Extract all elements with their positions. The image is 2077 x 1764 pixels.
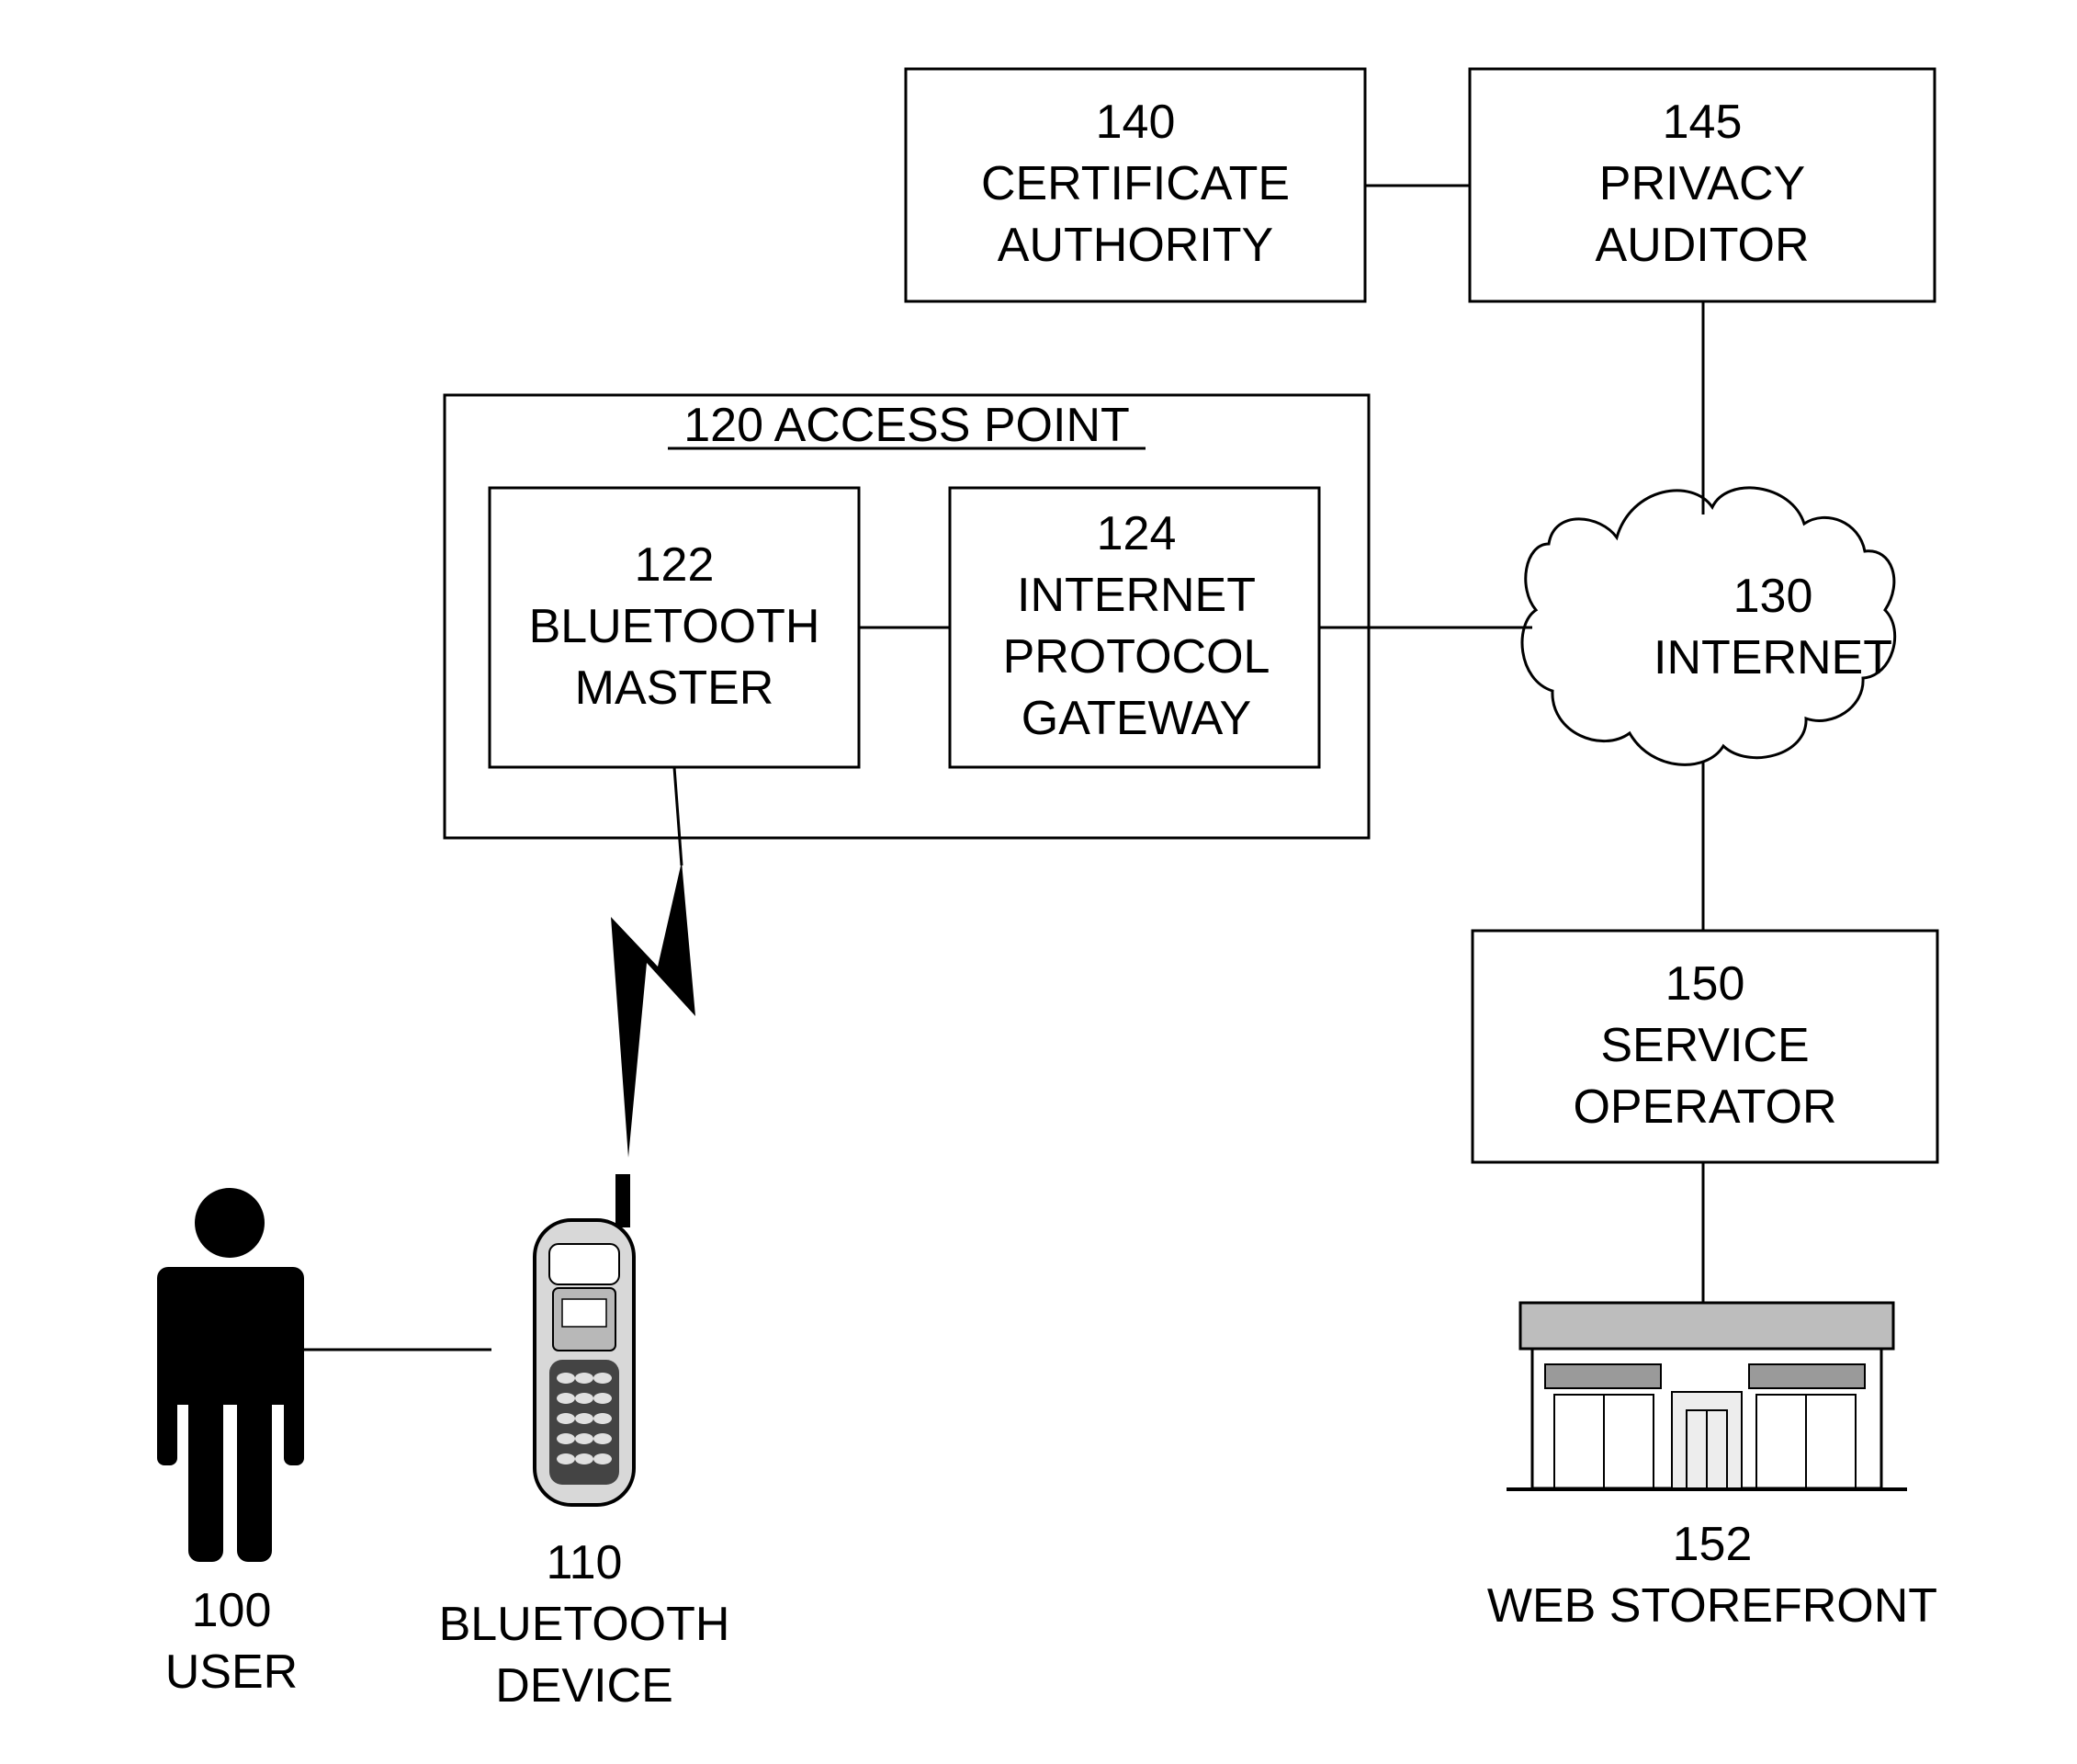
svc-label-line1: SERVICE — [1600, 1019, 1809, 1072]
node-internet: 130 INTERNET — [1522, 488, 1895, 764]
person-icon — [157, 1188, 304, 1562]
node-bluetooth-device: 110 BLUETOOTH DEVICE — [439, 1536, 730, 1713]
node-ip-gateway: 124 INTERNET PROTOCOL GATEWAY — [950, 488, 1319, 767]
wireless-link-icon — [611, 767, 695, 1158]
node-bluetooth-master: 122 BLUETOOTH MASTER — [490, 488, 859, 767]
device-label-line2: DEVICE — [495, 1659, 673, 1713]
ca-label-line1: CERTIFICATE — [981, 157, 1290, 210]
ipg-label-line1: INTERNET — [1017, 569, 1256, 622]
node-certificate-authority: 140 CERTIFICATE AUTHORITY — [906, 69, 1365, 301]
node-web-storefront: 152 WEB STOREFRONT — [1487, 1518, 1937, 1633]
ipg-label-line3: GATEWAY — [1022, 692, 1251, 745]
ipg-label-line2: PROTOCOL — [1003, 630, 1270, 684]
ca-number: 140 — [1096, 96, 1176, 149]
device-label-line1: BLUETOOTH — [439, 1598, 730, 1651]
user-label: USER — [165, 1645, 298, 1699]
access-point-title: 120 ACCESS POINT — [683, 399, 1130, 452]
mobile-phone-icon — [535, 1174, 634, 1505]
ipg-number: 124 — [1097, 507, 1177, 560]
store-number: 152 — [1673, 1518, 1753, 1571]
btm-label-line2: MASTER — [575, 662, 774, 715]
privacy-label-line1: PRIVACY — [1599, 157, 1805, 210]
user-number: 100 — [192, 1584, 272, 1637]
node-privacy-auditor: 145 PRIVACY AUDITOR — [1470, 69, 1935, 301]
btm-number: 122 — [635, 538, 715, 592]
node-user: 100 USER — [165, 1584, 298, 1699]
svc-label-line2: OPERATOR — [1573, 1080, 1836, 1134]
device-number: 110 — [547, 1536, 623, 1589]
cloud-icon — [1522, 488, 1895, 764]
node-service-operator: 150 SERVICE OPERATOR — [1473, 931, 1937, 1162]
btm-label-line1: BLUETOOTH — [529, 600, 820, 653]
svc-number: 150 — [1665, 957, 1745, 1011]
internet-label: INTERNET — [1654, 631, 1892, 684]
storefront-icon — [1507, 1303, 1907, 1489]
privacy-number: 145 — [1663, 96, 1743, 149]
internet-number: 130 — [1733, 570, 1813, 623]
store-label: WEB STOREFRONT — [1487, 1579, 1937, 1633]
privacy-label-line2: AUDITOR — [1595, 219, 1809, 272]
ca-label-line2: AUTHORITY — [998, 219, 1273, 272]
